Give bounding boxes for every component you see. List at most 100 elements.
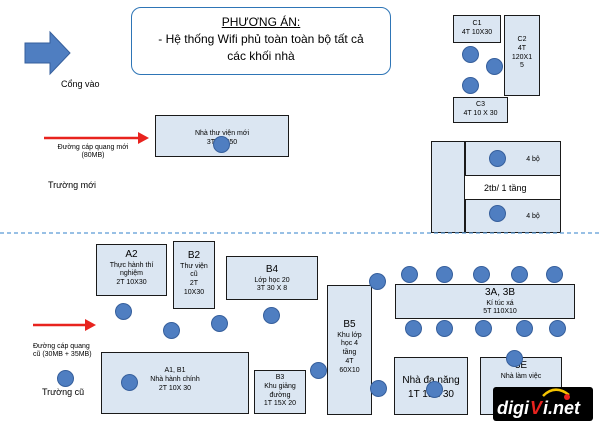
b2-floors: 2T <box>189 280 199 287</box>
multi-name: Nhà đa năng <box>402 375 460 386</box>
c1-spec: 4T 10X30 <box>461 28 493 36</box>
access-point <box>486 58 503 75</box>
access-point <box>506 350 523 367</box>
b4-name: B4 <box>265 264 279 275</box>
access-point <box>462 46 479 63</box>
new-school-label: Trường mới <box>48 180 96 190</box>
digivi-logo: digi V i.net <box>493 387 593 421</box>
dorm3-name: 3A, 3B <box>484 287 516 298</box>
a2-line2: nghiệm <box>120 270 143 278</box>
entrance-label: Cổng vào <box>61 79 100 89</box>
access-point <box>163 322 180 339</box>
b5-line3: tầng <box>342 349 357 356</box>
old-cable-label: Đường cáp quang cũ (30MB + 35MB) <box>33 343 92 359</box>
svg-text:digi: digi <box>497 398 530 418</box>
access-point <box>546 266 563 283</box>
b2-line2: cũ <box>190 271 198 279</box>
b5-dims: 60X10 <box>339 366 360 374</box>
b2-line1: Thư viện <box>180 262 208 270</box>
access-point <box>549 320 566 337</box>
access-point <box>511 266 528 283</box>
svg-text:i.net: i.net <box>543 398 581 418</box>
access-point <box>115 303 132 320</box>
plan-line-2: các khối nhà <box>227 49 295 63</box>
old-cable-arrow-icon <box>33 319 96 331</box>
c2-dims2: 5 <box>520 62 524 70</box>
dorm3-spec: 5T 110X10 <box>483 308 517 316</box>
access-point <box>121 374 138 391</box>
b3-spec: 1T 15X 20 <box>263 400 297 408</box>
building-3a-3b: 3A, 3B Kí túc xá 5T 110X10 <box>395 284 575 319</box>
a2-spec: 2T 10X30 <box>116 279 147 286</box>
c2-dims: 120X1 <box>511 53 533 61</box>
building-a2: A2 Thực hành thí nghiệm 2T 10X30 <box>96 244 167 296</box>
building-new-dorm-bottom: 4 bộ <box>465 199 561 233</box>
building-b5: B5 Khu lớp học 4 tầng 4T 60X10 <box>327 285 372 415</box>
old-school-label: Trường cũ <box>42 387 85 397</box>
access-point <box>426 381 443 398</box>
c2-floors: 4T <box>517 44 527 52</box>
a1-line1: Nhà hành chính <box>150 375 200 383</box>
access-point <box>436 320 453 337</box>
new-dorm-middle-label: 2tb/ 1 tầng <box>484 183 527 193</box>
building-new-dorm-wing-left <box>431 141 465 233</box>
access-point <box>369 273 386 290</box>
access-point <box>213 136 230 153</box>
access-point <box>211 315 228 332</box>
a1-spec: 2T 10X 30 <box>158 384 192 392</box>
b4-spec: 3T 30 X 8 <box>256 285 288 293</box>
access-point <box>489 150 506 167</box>
c1-name: C1 <box>472 20 482 27</box>
svg-text:V: V <box>530 398 544 418</box>
access-point <box>475 320 492 337</box>
b5-line2: học 4 <box>340 340 359 348</box>
c2-name: C2 <box>517 36 527 43</box>
access-point <box>516 320 533 337</box>
new-dorm-bottom-label: 4 bộ <box>526 213 540 220</box>
b5-name: B5 <box>343 319 356 330</box>
access-point <box>263 307 280 324</box>
c3-spec: 4T 10 X 30 <box>463 109 498 117</box>
campus-divider <box>0 232 602 234</box>
plan-line-1: - Hệ thống Wifi phủ toàn toàn bộ tất cả <box>158 32 364 46</box>
access-point <box>310 362 327 379</box>
access-point <box>473 266 490 283</box>
a2-name: A2 <box>125 249 138 260</box>
a2-line1: Thực hành thí <box>109 261 154 269</box>
b5-floors: 4T <box>345 357 354 365</box>
building-c3: C3 4T 10 X 30 <box>453 97 508 123</box>
b5-line1: Khu lớp <box>337 331 362 339</box>
a1-name: A1, B1 <box>164 367 186 374</box>
work-name: 3E <box>514 360 528 371</box>
b4-line1: Lớp học 20 <box>254 276 290 284</box>
c3-name: C3 <box>476 101 485 108</box>
access-point <box>57 370 74 387</box>
new-cable-label: Đường cáp quang mới (80MB) <box>57 144 129 160</box>
work-line1: Nhà làm việc <box>500 372 542 380</box>
building-b2: B2 Thư viện cũ 2T 10X30 <box>173 241 215 309</box>
access-point <box>436 266 453 283</box>
b3-line1: Khu giảng <box>264 382 296 390</box>
dorm3-line1: Kí túc xá <box>486 299 514 307</box>
b2-dims: 10X30 <box>183 288 205 296</box>
access-point <box>462 77 479 94</box>
building-b3: B3 Khu giảng đường 1T 15X 20 <box>254 370 306 414</box>
new-cable-arrow-icon <box>44 132 149 144</box>
building-new-dorm-top: 4 bộ <box>465 141 561 176</box>
access-point <box>370 380 387 397</box>
b3-name: B3 <box>275 374 285 381</box>
new-dorm-top-label: 4 bộ <box>526 156 540 163</box>
access-point <box>489 205 506 222</box>
b3-line2: đường <box>269 391 291 399</box>
building-b4: B4 Lớp học 20 3T 30 X 8 <box>226 256 318 300</box>
access-point <box>405 320 422 337</box>
access-point <box>401 266 418 283</box>
plan-title-box: PHƯƠNG ÁN: - Hệ thống Wifi phủ toàn toàn… <box>131 7 391 75</box>
digivi-logo-mark: digi V i.net <box>497 388 581 418</box>
new-library-name: Nhà thư viện mới <box>194 130 250 137</box>
building-c1: C1 4T 10X30 <box>453 15 501 43</box>
plan-title: PHƯƠNG ÁN: <box>221 15 301 29</box>
entrance-arrow-icon <box>24 30 71 76</box>
building-c2: C2 4T 120X1 5 <box>504 15 540 96</box>
b2-name: B2 <box>187 250 201 261</box>
